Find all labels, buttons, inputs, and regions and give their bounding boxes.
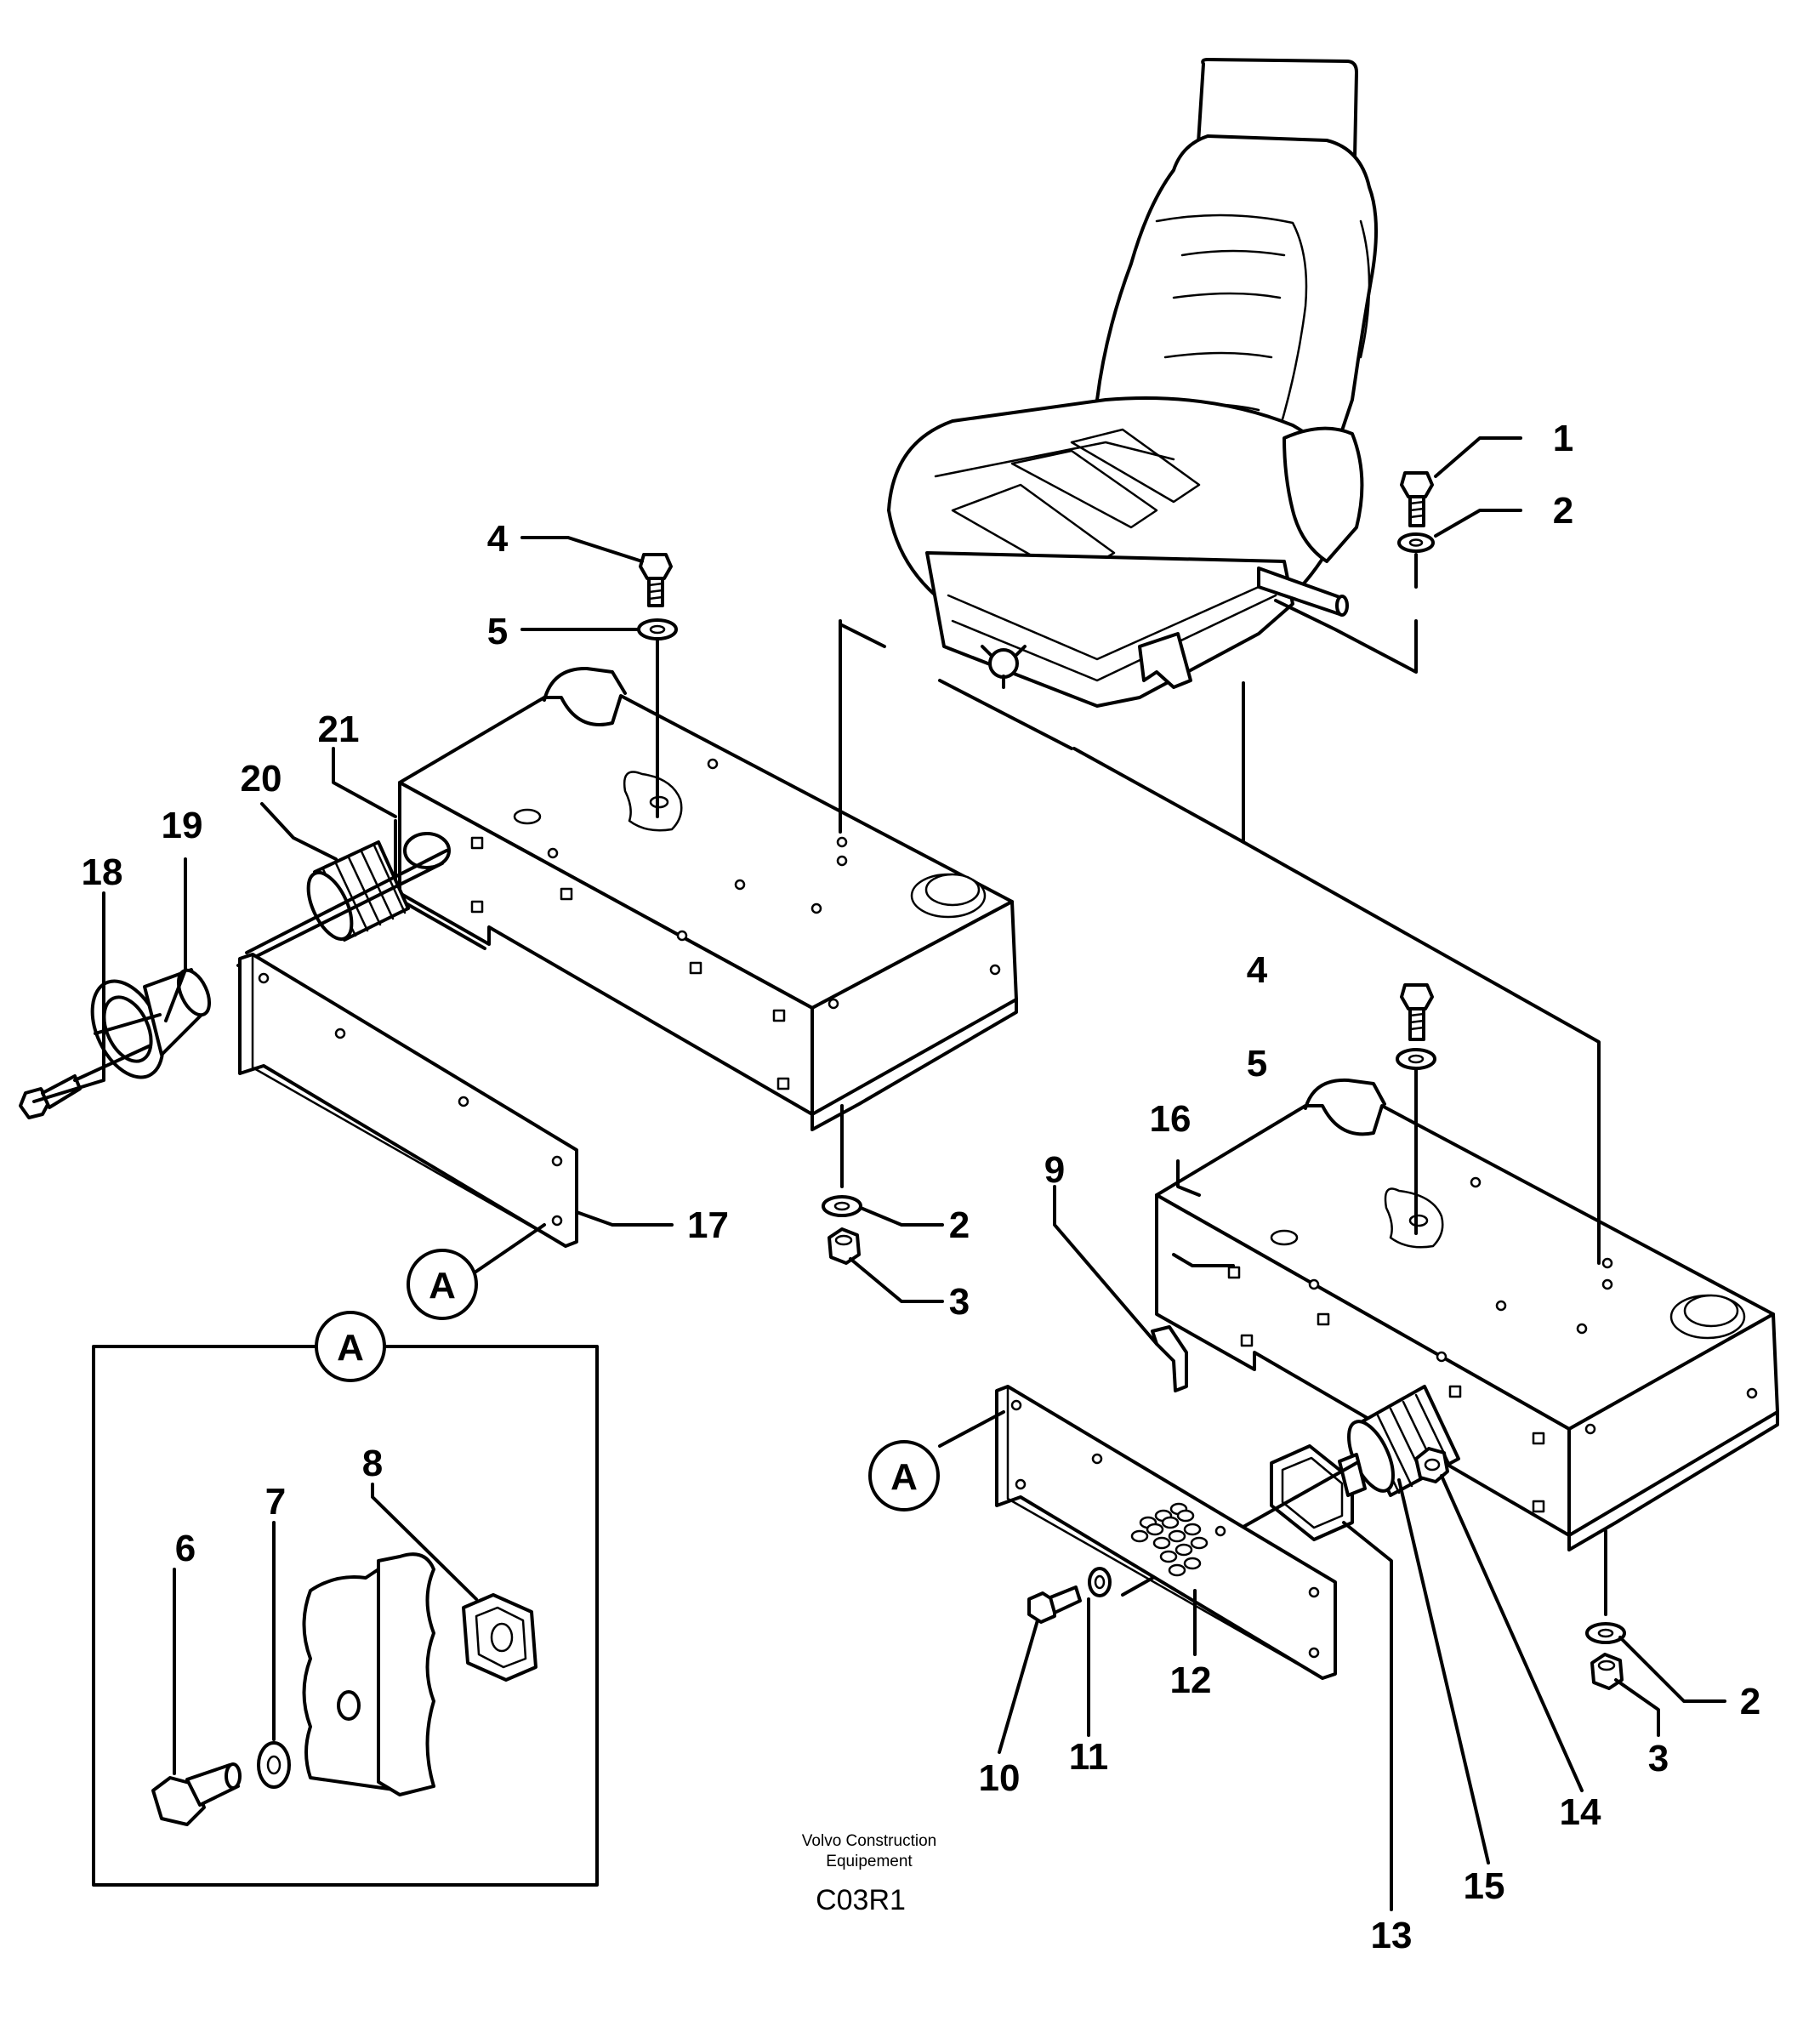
right-cover-plate <box>995 1385 1337 1680</box>
part-label-2: 2 <box>1740 1681 1760 1722</box>
part-label-2: 2 <box>1553 490 1573 532</box>
part-label-17: 17 <box>687 1204 729 1246</box>
footer: Volvo Construction Equipement C03R1 <box>802 1832 936 1916</box>
manufacturer-line-2: Equipement <box>826 1853 913 1870</box>
left-console-fasteners <box>637 553 862 1265</box>
right-console-spring-and-clamp <box>1121 1325 1460 1597</box>
label-leaders <box>32 436 1726 1911</box>
part-label-4: 4 <box>487 518 509 560</box>
detail-a-inset <box>92 1345 599 1887</box>
diagram-code: C03R1 <box>816 1884 906 1916</box>
part-label-13: 13 <box>1371 1915 1413 1956</box>
part-label-11: 11 <box>1069 1736 1109 1778</box>
left-cover-plate <box>238 953 578 1248</box>
part-label-3: 3 <box>949 1281 970 1323</box>
seat-bolt-and-washer <box>1397 471 1435 553</box>
part-label-15: 15 <box>1464 1865 1505 1907</box>
part-label-18: 18 <box>82 851 123 893</box>
part-label-21: 21 <box>318 709 360 750</box>
part-label-20: 20 <box>241 758 282 800</box>
part-label-5: 5 <box>487 611 508 652</box>
vent-grille <box>1130 1502 1209 1577</box>
detail-callout-label: A <box>890 1456 918 1498</box>
detail-callout-inset: A <box>315 1311 386 1382</box>
detail-callout-right: A <box>868 1440 940 1511</box>
manufacturer-line-1: Volvo Construction <box>802 1832 936 1850</box>
part-label-8: 8 <box>362 1443 383 1484</box>
detail-callout-label: A <box>337 1327 364 1369</box>
part-label-6: 6 <box>175 1528 196 1569</box>
assembly-lines <box>656 553 1607 1616</box>
part-label-16: 16 <box>1150 1098 1192 1140</box>
right-console-housing <box>1155 1078 1779 1551</box>
detail-callout-left: A <box>407 1249 478 1320</box>
part-label-14: 14 <box>1560 1791 1601 1833</box>
seat-assembly <box>887 58 1379 708</box>
left-console-spring-and-clamp <box>19 840 448 1119</box>
part-label-5: 5 <box>1247 1043 1267 1085</box>
part-label-4: 4 <box>1247 949 1268 991</box>
part-label-19: 19 <box>162 805 203 846</box>
part-labels: 1 2 4 5 21 20 19 18 17 2 3 4 5 16 9 2 3 … <box>82 418 1761 1956</box>
part-label-2: 2 <box>949 1204 970 1246</box>
part-label-9: 9 <box>1044 1149 1065 1191</box>
part-label-1: 1 <box>1553 418 1573 459</box>
part-label-12: 12 <box>1170 1659 1212 1701</box>
detail-callout-label: A <box>429 1265 456 1307</box>
part-label-3: 3 <box>1648 1738 1669 1779</box>
left-console-housing <box>394 666 1018 1131</box>
part-label-7: 7 <box>265 1481 286 1523</box>
part-label-10: 10 <box>979 1757 1021 1799</box>
